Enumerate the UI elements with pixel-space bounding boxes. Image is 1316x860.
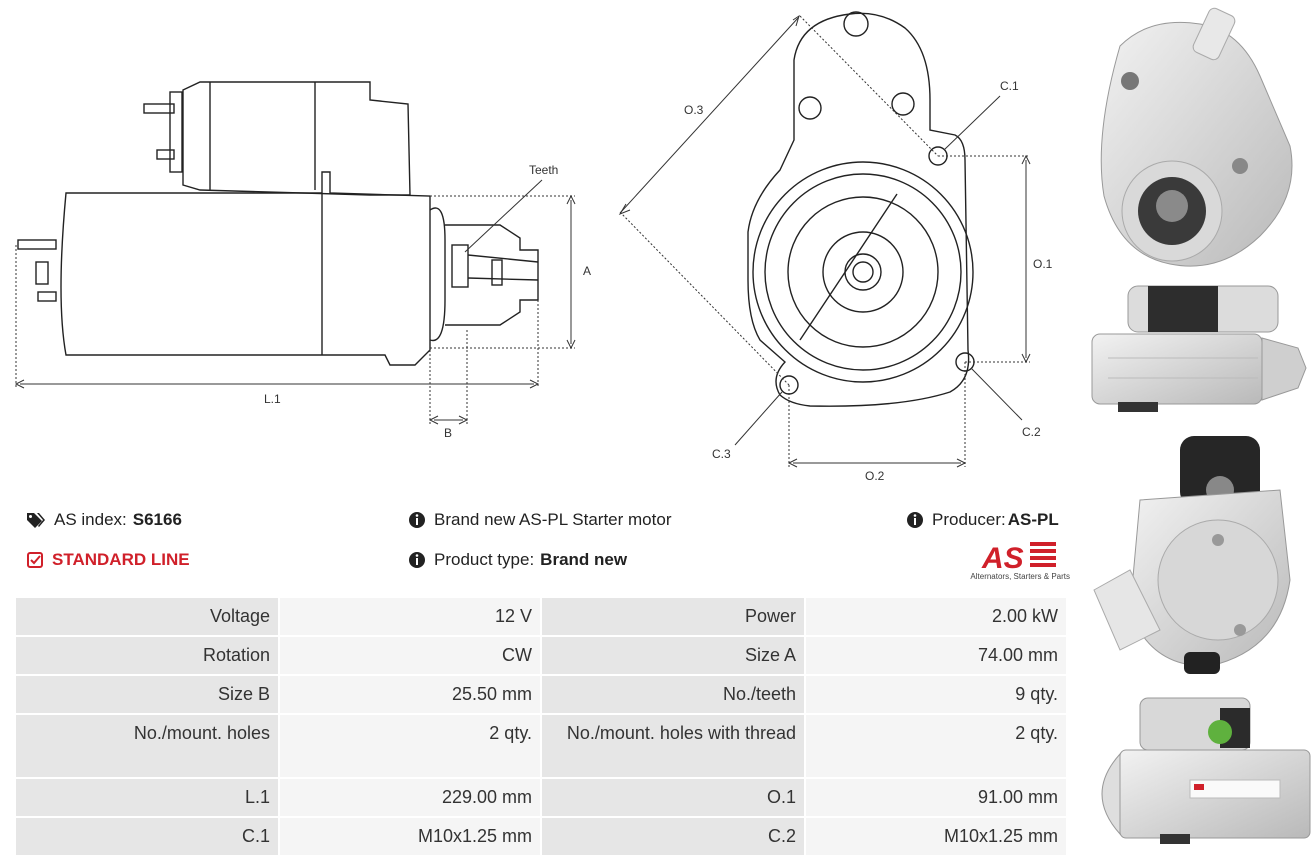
spec-value: 2.00 kW	[806, 598, 1066, 635]
spec-label: Voltage	[16, 598, 278, 635]
technical-drawing: Teeth A L.1 B O.3 C.1	[14, 11, 1053, 480]
product-type-label: Product type:	[434, 550, 535, 569]
product-photo-rear[interactable]	[1090, 430, 1312, 682]
info-circle-icon	[907, 512, 923, 528]
product-type-value: Brand new	[540, 550, 628, 569]
logo-caption: Alternators, Starters & Parts	[970, 572, 1070, 581]
spec-value: 25.50 mm	[280, 676, 540, 713]
spec-label: Power	[542, 598, 804, 635]
spec-label: No./mount. holes	[16, 715, 278, 777]
standard-line-text: STANDARD LINE	[52, 550, 190, 569]
size-a-label: A	[583, 264, 591, 278]
o2-label: O.2	[865, 469, 885, 480]
teeth-label: Teeth	[529, 163, 558, 177]
spec-label: Size A	[542, 637, 804, 674]
standard-line-badge: STANDARD LINE	[26, 550, 190, 570]
spec-value: 2 qty.	[806, 715, 1066, 777]
spec-value: 91.00 mm	[806, 779, 1066, 816]
spec-label: C.2	[542, 818, 804, 855]
producer: Producer: AS-PL	[906, 510, 1059, 530]
product-photo-front[interactable]	[1090, 6, 1312, 276]
spec-label: O.1	[542, 779, 804, 816]
description-text: Brand new AS-PL Starter motor	[434, 510, 672, 529]
spec-value: 229.00 mm	[280, 779, 540, 816]
product-type: Product type: Brand new	[408, 550, 627, 570]
spec-label: No./teeth	[542, 676, 804, 713]
o3-label: O.3	[684, 103, 704, 117]
producer-label: Producer:	[932, 510, 1006, 529]
spec-value: M10x1.25 mm	[280, 818, 540, 855]
spec-label: Size B	[16, 676, 278, 713]
as-pl-logo[interactable]: AS	[966, 540, 1070, 584]
solenoid-outline	[182, 81, 411, 196]
spec-value: 9 qty.	[806, 676, 1066, 713]
product-description: Brand new AS-PL Starter motor	[408, 510, 671, 530]
spec-value: M10x1.25 mm	[806, 818, 1066, 855]
product-photo-side[interactable]	[1088, 278, 1312, 420]
as-index-value: S6166	[132, 510, 182, 529]
product-photo-label-side[interactable]	[1090, 694, 1312, 854]
spec-label: Rotation	[16, 637, 278, 674]
spec-value: 12 V	[280, 598, 540, 635]
l1-label: L.1	[264, 392, 281, 406]
c3-label: C.3	[712, 447, 731, 461]
spec-value: CW	[280, 637, 540, 674]
as-index: AS index: S6166	[26, 510, 182, 530]
spec-label: L.1	[16, 779, 278, 816]
as-index-label: AS index:	[54, 510, 127, 529]
info-circle-icon	[409, 552, 425, 568]
spec-label: No./mount. holes with thread	[542, 715, 804, 777]
motor-body-outline	[60, 171, 431, 366]
tags-icon	[27, 513, 45, 528]
o1-label: O.1	[1033, 257, 1053, 271]
flange-outline	[747, 12, 970, 407]
c2-label: C.2	[1022, 425, 1041, 439]
spec-value: 74.00 mm	[806, 637, 1066, 674]
spec-value: 2 qty.	[280, 715, 540, 777]
info-circle-icon	[409, 512, 425, 528]
spec-label: C.1	[16, 818, 278, 855]
svg-text:AS: AS	[981, 542, 1024, 575]
check-square-icon	[27, 552, 43, 568]
c1-label: C.1	[1000, 79, 1019, 93]
size-b-label: B	[444, 426, 452, 440]
producer-value: AS-PL	[1007, 510, 1059, 529]
